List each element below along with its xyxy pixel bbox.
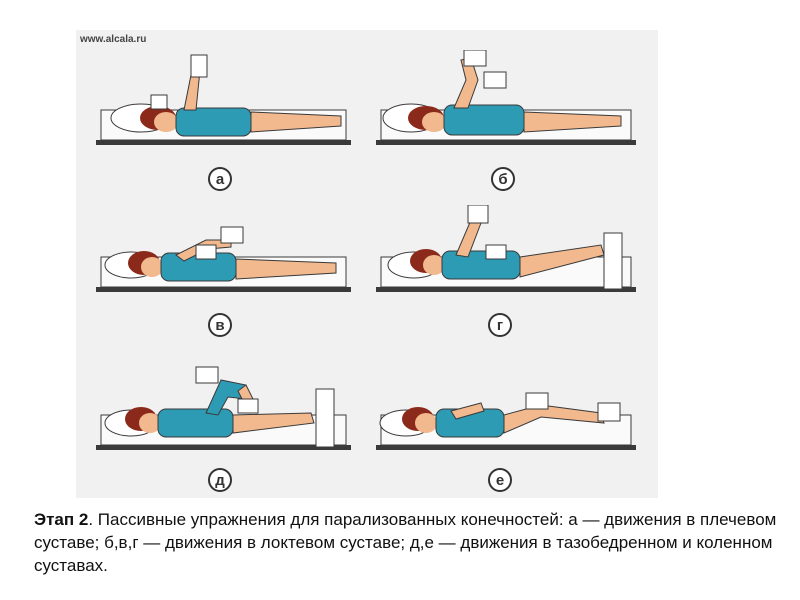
caption-stage: Этап 2 [34,510,89,529]
patient-illustration-g [376,205,636,292]
panel-e: е [376,355,646,495]
patient-illustration-b [376,50,636,145]
patient-illustration-d [96,366,351,450]
label-badge-d: д [208,468,232,492]
panel-d: д [96,355,366,495]
patient-illustration-a [96,54,351,145]
label-badge-g: г [488,313,512,337]
panel-b: б [376,50,646,191]
watermark-text: www.alcala.ru [80,34,147,45]
figure-caption: Этап 2. Пассивные упражнения для парализ… [34,508,784,577]
patient-illustration-e [376,392,636,450]
label-badge-v: в [208,313,232,337]
label-badge-a: а [208,167,232,191]
label-badge-e: е [488,468,512,492]
panel-a: а [96,50,366,191]
panel-v: в [96,205,366,345]
caption-text: . Пассивные упражнения для парализованны… [34,510,777,575]
illustration-panel: www.alcala.ru а [76,30,658,498]
panel-g: г [376,205,646,345]
label-badge-b: б [491,167,515,191]
patient-illustration-v [96,226,351,292]
